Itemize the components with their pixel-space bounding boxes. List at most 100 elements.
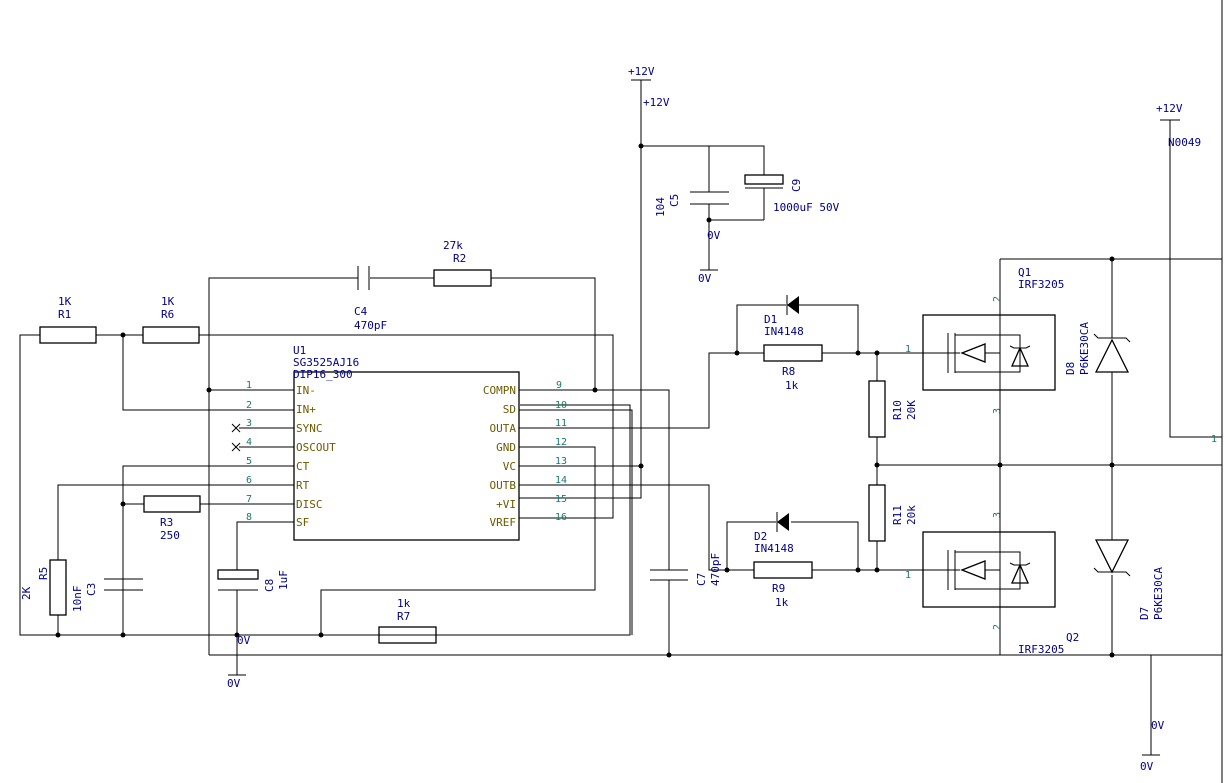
- capacitor-c4: C4 470pF: [354, 266, 387, 332]
- schematic-label: 10nF: [71, 586, 84, 613]
- pin-name: CT: [296, 460, 310, 473]
- schematic-label: 104: [654, 197, 667, 217]
- schematic-label: 250: [160, 529, 180, 542]
- no-connect-icon: [231, 423, 241, 452]
- schematic-label: 2K: [20, 586, 33, 600]
- schematic-label: R5: [37, 567, 50, 580]
- gnd-label: 0V: [237, 634, 251, 647]
- tvs-diode-d7: D7 P6KE30CA: [1093, 539, 1165, 620]
- pin-num: 8: [246, 512, 252, 523]
- mosfet-q2: 1 3 2 Q2 IRF3205: [905, 512, 1079, 656]
- resistor-r11: R11 20k: [868, 484, 918, 542]
- capacitor-c3: C3 10nF: [71, 504, 143, 635]
- pin-num: 12: [555, 437, 567, 448]
- schematic-label: 20k: [905, 505, 918, 525]
- vcc-label: +12V: [643, 96, 670, 109]
- resistor-r7: 1k R7: [378, 597, 437, 644]
- schematic-label: 1: [905, 570, 911, 581]
- pin-name: DISC: [296, 498, 323, 511]
- schematic-label: IRF3205: [1018, 643, 1064, 656]
- schematic-label: P6KE30CA: [1152, 567, 1165, 620]
- schematic-label: D2: [754, 530, 767, 543]
- resistor-r9: R9 1k: [753, 561, 813, 609]
- pin-name: SD: [503, 403, 516, 416]
- resistor-r2: 27k R2: [433, 239, 492, 287]
- tvs-diode-d8: D8 P6KE30CA: [1064, 322, 1131, 375]
- schematic-label: 3: [992, 512, 1003, 518]
- gnd-label: 0V: [707, 229, 721, 242]
- resistor-r5: R5 2K: [20, 559, 67, 616]
- gnd-label: 0V: [1140, 760, 1154, 773]
- schematic-label: R9: [772, 582, 785, 595]
- schematic-label: C3: [85, 583, 98, 596]
- capacitor-c7: C7 470pF: [650, 553, 722, 586]
- resistor-r3: R3 250: [143, 495, 201, 542]
- schematic-label: Q1: [1018, 266, 1031, 279]
- schematic-label: R6: [161, 308, 174, 321]
- pin-name: OUTB: [490, 479, 517, 492]
- schematic-label: C4: [354, 305, 368, 318]
- gnd-label: 0V: [698, 272, 712, 285]
- vcc-label: +12V: [628, 65, 655, 78]
- capacitor-c9: C9 1000uF 50V: [744, 174, 840, 214]
- schematic-label: 470pF: [354, 319, 387, 332]
- pin-num: 13: [555, 456, 567, 467]
- pin-name: IN-: [296, 384, 316, 397]
- schematic-label: IN4148: [754, 542, 794, 555]
- schematic-label: 2: [992, 296, 1003, 302]
- schematic-label: R10: [891, 400, 904, 420]
- schematic-label: C8: [263, 579, 276, 592]
- pin-name: OSCOUT: [296, 441, 336, 454]
- pin-num: 5: [246, 456, 252, 467]
- pin-name: OUTA: [490, 422, 517, 435]
- schematic-label: 27k: [443, 239, 463, 252]
- pin-num: 16: [555, 512, 567, 523]
- schematic-label: R1: [58, 308, 71, 321]
- schematic-label: Q2: [1066, 631, 1079, 644]
- schematic-label: C5: [668, 194, 681, 207]
- schematic-label: 1k: [785, 379, 799, 392]
- schematic-label: 1000uF 50V: [773, 201, 840, 214]
- pin-num: 3: [246, 418, 252, 429]
- schematic-label: 470pF: [709, 553, 722, 586]
- pin-name: +VI: [496, 498, 516, 511]
- gnd-label: 0V: [227, 677, 241, 690]
- schematic-label: 1K: [161, 295, 175, 308]
- schematic-label: 1k: [775, 596, 789, 609]
- schematic-label: R7: [397, 610, 410, 623]
- wires: [19, 0, 1223, 783]
- schematic-label: D8: [1064, 362, 1077, 375]
- pin-name: IN+: [296, 403, 316, 416]
- capacitor-c5: 104 C5: [654, 191, 729, 217]
- vcc-label: +12V: [1156, 102, 1183, 115]
- pin-num: 4: [246, 437, 252, 448]
- pin-num: 11: [555, 418, 567, 429]
- schematic-label: 3: [992, 408, 1003, 414]
- ic-right-pins: 9 10 11 12 13 14 15 16 COMPN SD OUTA GND…: [483, 380, 575, 529]
- pin-name: COMPN: [483, 384, 516, 397]
- schematic-label: R2: [453, 252, 466, 265]
- pin-name: SF: [296, 516, 309, 529]
- schematic-label: 2: [992, 624, 1003, 630]
- capacitor-c8: C8 1uF: [217, 569, 290, 592]
- ic-package: DIP16_300: [293, 368, 353, 381]
- pin-name: RT: [296, 479, 310, 492]
- schematic-label: D1: [764, 313, 777, 326]
- pin-num: 7: [246, 494, 252, 505]
- schematic-label: R3: [160, 516, 173, 529]
- pin-name: GND: [496, 441, 516, 454]
- schematic-label: 1: [905, 344, 911, 355]
- resistor-r6: 1K R6: [142, 295, 200, 344]
- schematic-label: D7: [1138, 607, 1151, 620]
- schematic-label: P6KE30CA: [1078, 322, 1091, 375]
- diode-d2: D2 IN4148: [754, 512, 794, 555]
- pin-num: 10: [555, 400, 567, 411]
- pin-num: 6: [246, 475, 252, 486]
- pin-num: 9: [556, 380, 562, 391]
- ic-ref: U1: [293, 344, 306, 357]
- schematic-label: C7: [695, 573, 708, 586]
- resistor-r8: R8 1k: [763, 344, 823, 392]
- schematic-label: 1k: [397, 597, 411, 610]
- schematic-label: C9: [790, 179, 803, 192]
